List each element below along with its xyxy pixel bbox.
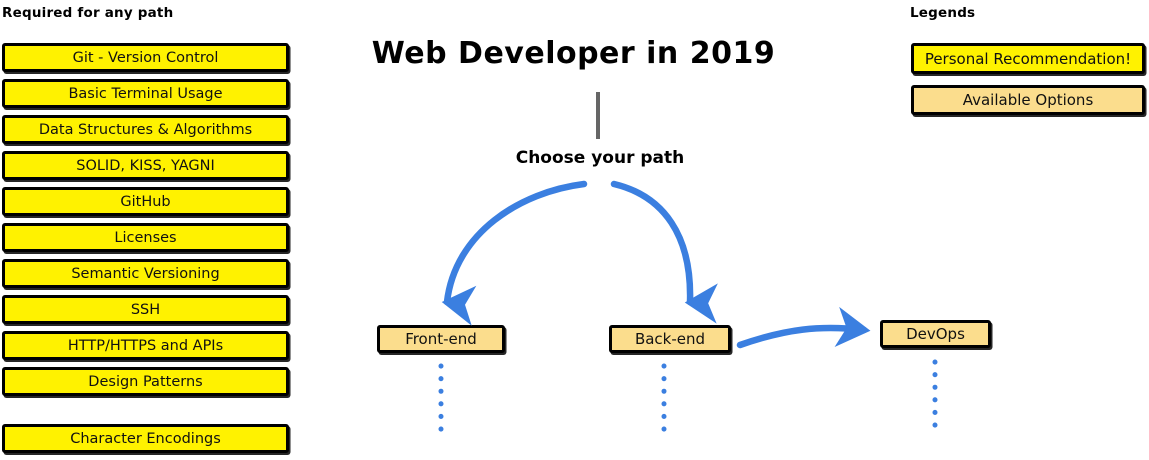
arrow-to-front-end [441,180,588,326]
choose-path-label: Choose your path [515,148,685,168]
required-item-label: SSH [130,301,161,318]
required-section-heading: Required for any path [2,5,174,21]
legend-item-personal-recommendation: Personal Recommendation! [911,43,1145,74]
required-item-label: Git - Version Control [72,49,219,66]
required-item-box[interactable]: SOLID, KISS, YAGNI [2,151,289,180]
required-item-label: SOLID, KISS, YAGNI [76,157,215,174]
legend-item-available-options: Available Options [911,85,1145,115]
path-box-label: DevOps [906,325,965,343]
required-item-box[interactable]: HTTP/HTTPS and APIs [2,331,289,360]
required-item-label: Semantic Versioning [71,265,220,282]
arrow-to-back-end [610,180,718,324]
path-box-devops[interactable]: DevOps [880,320,991,348]
required-item-box[interactable]: SSH [2,295,289,324]
page-title-text: Web Developer in 2019 [371,36,776,71]
required-item-label: HTTP/HTTPS and APIs [67,337,224,354]
page-title: Web Developer in 2019 [0,36,1149,71]
legend-item-label: Personal Recommendation! [924,49,1132,68]
required-item-box[interactable]: Design Patterns [2,367,289,396]
required-item-label: Basic Terminal Usage [68,85,223,102]
path-box-back-end[interactable]: Back-end [609,325,731,353]
required-item-label: Design Patterns [88,373,203,390]
required-item-box[interactable]: Semantic Versioning [2,259,289,288]
required-item-box[interactable]: Licenses [2,223,289,252]
required-item-box[interactable]: Data Structures & Algorithms [2,115,289,144]
required-item-label: Licenses [114,229,177,246]
required-item-box[interactable]: Character Encodings [2,424,289,453]
required-item-box[interactable]: GitHub [2,187,289,216]
path-box-label: Back-end [634,330,706,348]
arrow-back-end-to-devops [736,306,871,349]
path-box-label: Front-end [405,330,477,348]
required-item-box[interactable]: Basic Terminal Usage [2,79,289,108]
required-item-label: GitHub [120,193,171,210]
path-box-front-end[interactable]: Front-end [377,325,505,353]
required-item-label: Data Structures & Algorithms [38,121,253,138]
legends-section-heading: Legends [910,5,976,21]
required-item-label: Character Encodings [70,430,221,447]
required-item-box[interactable]: Git - Version Control [2,43,289,72]
legend-item-label: Available Options [962,91,1094,109]
